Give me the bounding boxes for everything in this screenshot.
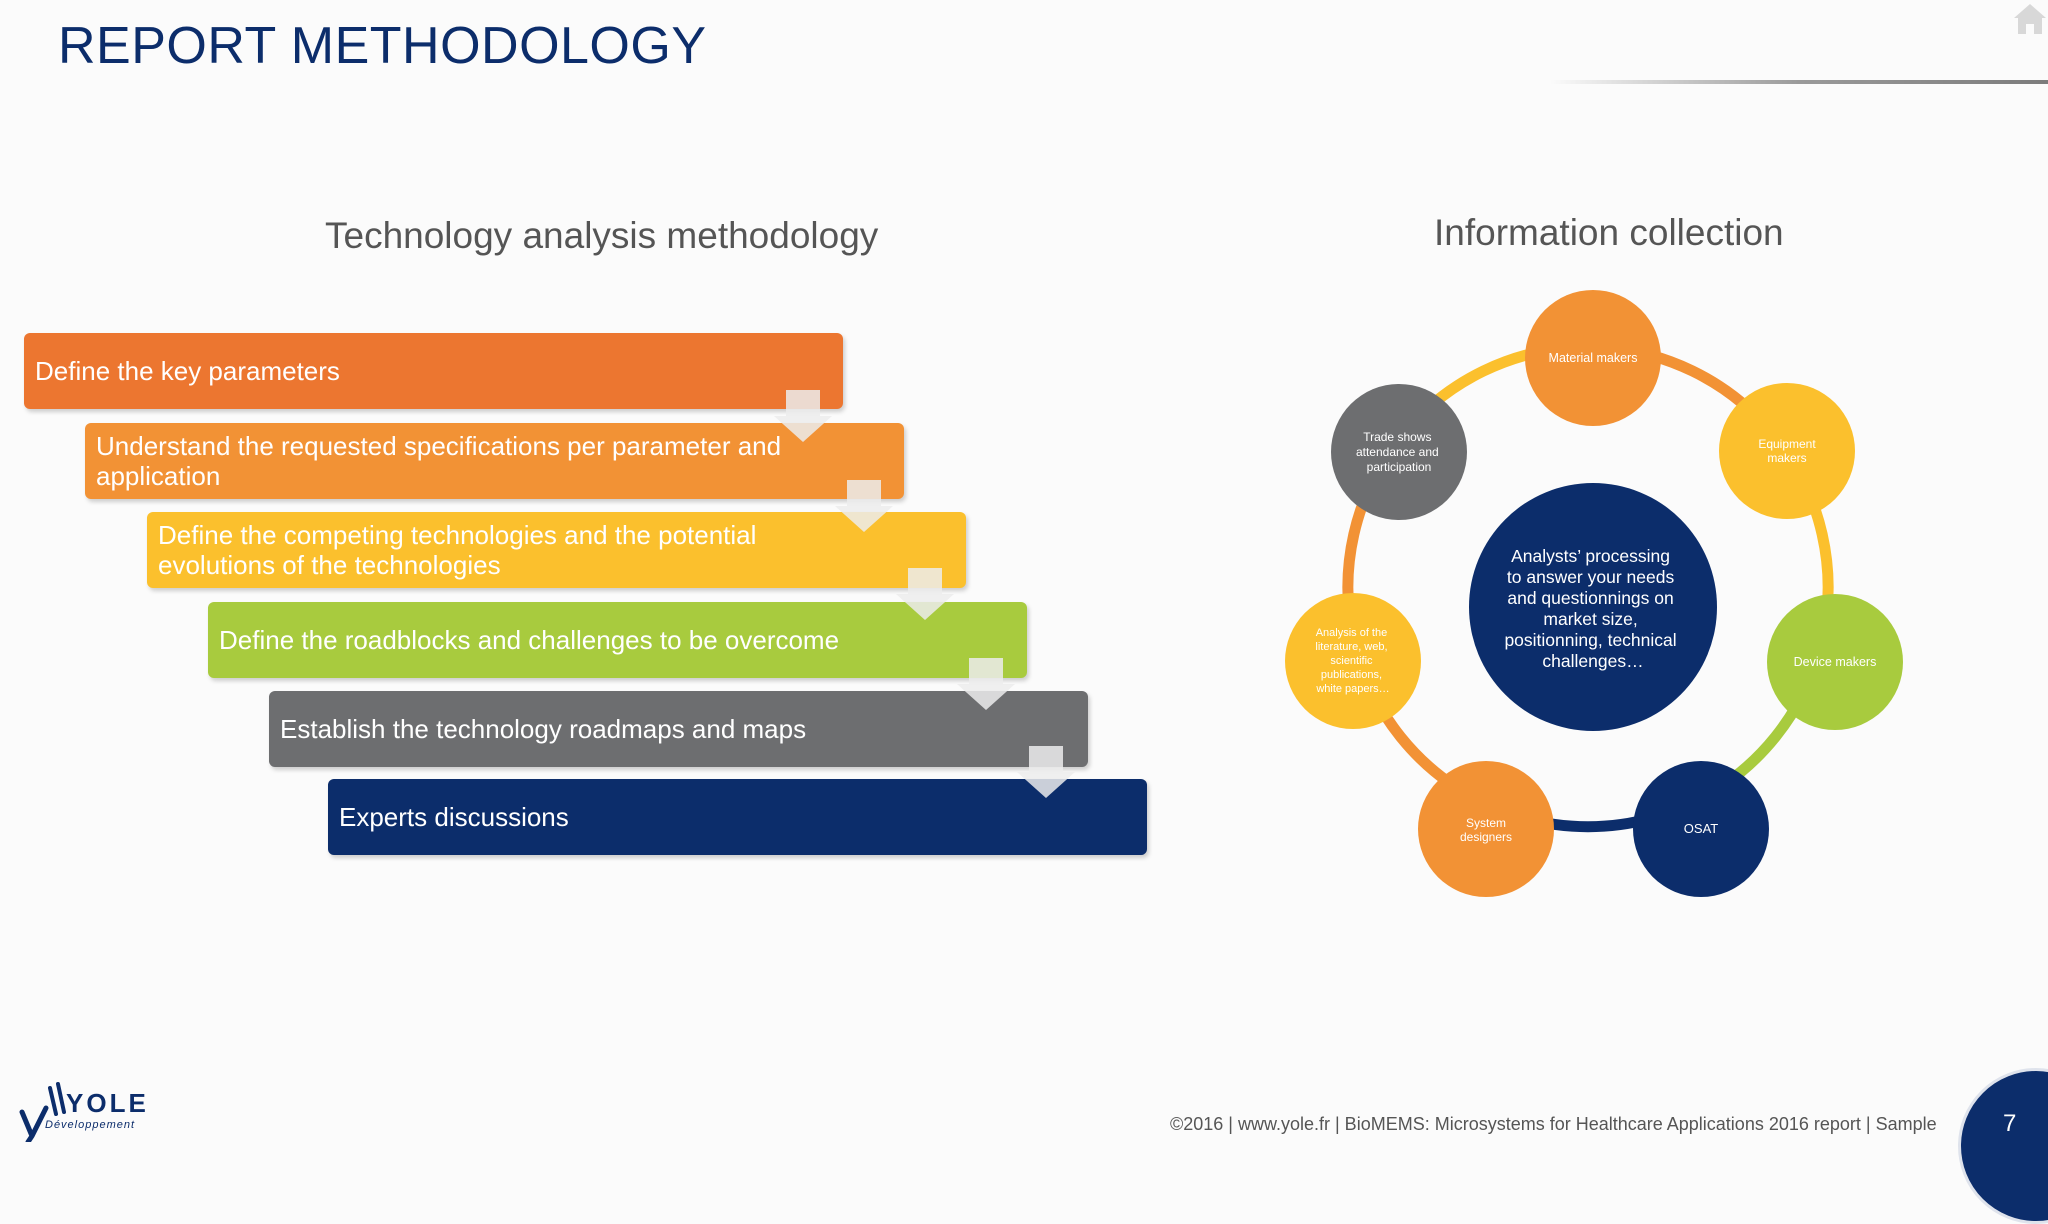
- footer-text: ©2016 | www.yole.fr | BioMEMS: Microsyst…: [1170, 1114, 1937, 1134]
- svg-text:Material makers: Material makers: [1549, 351, 1638, 365]
- information-cycle-diagram: Analysts’ processing to answer your need…: [1285, 290, 1903, 897]
- step-label: Define the competing technologies and th…: [158, 520, 757, 580]
- center-circle: [1469, 483, 1717, 731]
- node-material-makers: Material makers: [1525, 290, 1661, 426]
- svg-text:OSAT: OSAT: [1684, 821, 1718, 836]
- svg-text:Trade shows attendance a: Trade shows attendance and participation: [1356, 430, 1442, 474]
- node-literature-analysis: Analysis of the literature, web, scienti…: [1285, 593, 1421, 729]
- page-title: REPORT METHODOLOGY: [58, 17, 707, 75]
- node-osat: OSAT: [1633, 761, 1769, 897]
- svg-text:YOLE: YOLE: [66, 1088, 149, 1118]
- step-label: Establish the technology roadmaps and ma…: [280, 714, 807, 744]
- down-arrow-icon: [896, 568, 954, 620]
- node-trade-shows: Trade shows attendance and participation: [1331, 384, 1467, 520]
- header-divider: [1550, 80, 2048, 84]
- svg-text:Analysis of the literatu: Analysis of the literature, web, scienti…: [1315, 627, 1390, 695]
- page-number: 7: [2003, 1110, 2017, 1137]
- step-label: Define the key parameters: [35, 356, 340, 386]
- yole-logo: YOLE Développement: [19, 1082, 149, 1142]
- step-label: Experts discussions: [339, 802, 569, 832]
- step-define-competing-technologies: Define the competing technologies and th…: [147, 512, 966, 588]
- step-establish-roadmaps: Establish the technology roadmaps and ma…: [269, 691, 1088, 767]
- center-text: Analysts’ processing to answer your need…: [1504, 546, 1681, 671]
- information-collection-title: Information collection: [1434, 212, 1784, 253]
- step-label: Understand the requested specifications …: [96, 431, 782, 491]
- down-arrow-icon: [774, 390, 832, 442]
- home-icon[interactable]: [2012, 2, 2048, 36]
- svg-text:Développement: Développement: [45, 1119, 135, 1131]
- page-number-badge: [1958, 1068, 2048, 1224]
- step-define-key-parameters: Define the key parameters: [24, 333, 843, 409]
- down-arrow-icon: [957, 658, 1015, 710]
- node-device-makers: Device makers: [1767, 594, 1903, 730]
- down-arrow-icon: [835, 480, 893, 532]
- step-experts-discussions: Experts discussions: [328, 779, 1147, 855]
- step-understand-specifications: Understand the requested specifications …: [85, 423, 904, 499]
- methodology-title: Technology analysis methodology: [325, 215, 879, 256]
- svg-text:Device makers: Device makers: [1794, 655, 1877, 669]
- step-define-roadblocks: Define the roadblocks and challenges to …: [208, 602, 1027, 678]
- methodology-steps: Define the key parameters Understand the…: [0, 0, 1200, 900]
- down-arrow-icon: [1017, 746, 1075, 798]
- step-label: Define the roadblocks and challenges to …: [219, 625, 840, 655]
